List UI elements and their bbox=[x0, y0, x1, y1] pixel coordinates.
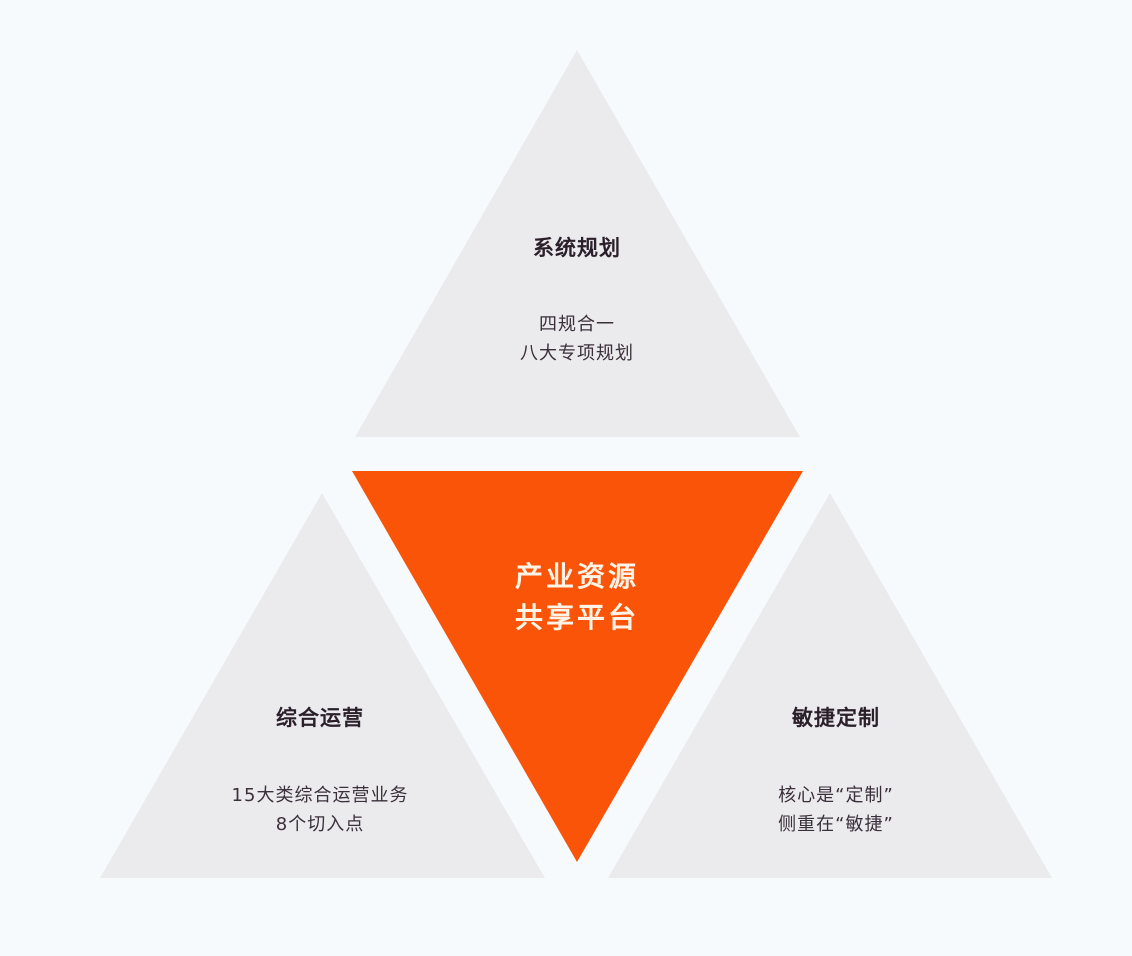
left-triangle bbox=[100, 493, 545, 878]
left-triangle-description: 15大类综合运营业务 8个切入点 bbox=[232, 781, 409, 839]
right-desc-line-2: 侧重在“敏捷” bbox=[778, 814, 894, 835]
right-triangle-description: 核心是“定制” 侧重在“敏捷” bbox=[778, 781, 894, 839]
right-triangle bbox=[608, 493, 1052, 878]
top-triangle bbox=[355, 50, 800, 437]
top-triangle-title: 系统规划 bbox=[533, 236, 621, 260]
center-triangle-title: 产业资源 共享平台 bbox=[515, 556, 639, 638]
right-desc-line-1: 核心是“定制” bbox=[778, 785, 894, 806]
top-desc-line-1: 四规合一 bbox=[539, 314, 615, 335]
top-triangle-description: 四规合一 八大专项规划 bbox=[520, 310, 634, 368]
center-title-line-2: 共享平台 bbox=[514, 601, 640, 634]
top-desc-line-2: 八大专项规划 bbox=[520, 343, 634, 364]
right-triangle-title: 敏捷定制 bbox=[792, 706, 880, 730]
left-desc-line-1: 15大类综合运营业务 bbox=[231, 785, 409, 806]
center-inverted-triangle bbox=[352, 471, 803, 862]
left-desc-line-2: 8个切入点 bbox=[275, 814, 365, 835]
left-triangle-title: 综合运营 bbox=[276, 706, 364, 730]
center-title-line-1: 产业资源 bbox=[514, 560, 640, 593]
